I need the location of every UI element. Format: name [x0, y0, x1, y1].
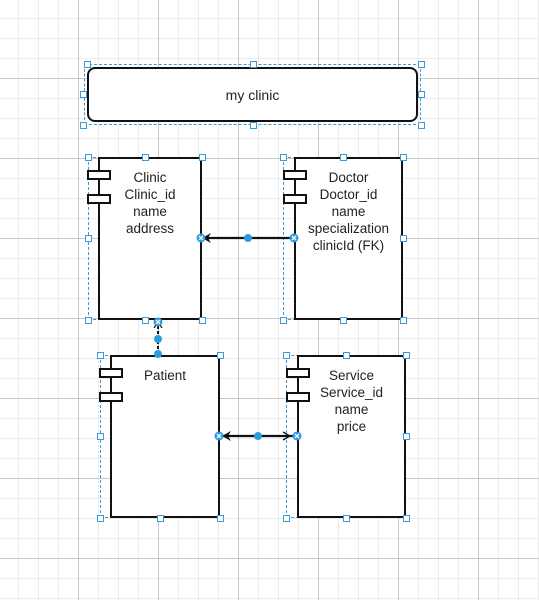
component-patient[interactable]: Patient: [110, 355, 220, 518]
connector-endpoint-handle: [196, 233, 206, 243]
resize-handle[interactable]: [85, 317, 92, 324]
connector-endpoint-handle: [289, 233, 299, 243]
service-port-tab: [286, 392, 310, 402]
resize-handle[interactable]: [199, 317, 206, 324]
resize-handle[interactable]: [340, 317, 347, 324]
resize-handle[interactable]: [340, 154, 347, 161]
doctor-field: clinicId (FK): [312, 238, 385, 253]
clinic-field: Clinic_id: [124, 187, 176, 202]
clinic-name: Clinic: [133, 170, 167, 185]
service-field: Service_id: [319, 385, 384, 400]
resize-handle[interactable]: [400, 154, 407, 161]
service-port-tab: [286, 368, 310, 378]
patient-port-tab: [99, 392, 123, 402]
connector-waypoint-handle: [244, 234, 252, 242]
title-box[interactable]: my clinic: [87, 67, 418, 122]
resize-handle[interactable]: [157, 515, 164, 522]
connector-endpoint-handle: [292, 431, 302, 441]
resize-handle[interactable]: [343, 515, 350, 522]
component-doctor[interactable]: Doctor Doctor_id name specialization cli…: [294, 157, 403, 320]
service-field: price: [336, 419, 367, 434]
doctor-field: specialization: [307, 221, 390, 236]
connector-waypoint-handle: [254, 432, 262, 440]
resize-handle[interactable]: [250, 122, 257, 129]
resize-handle[interactable]: [142, 317, 149, 324]
resize-handle[interactable]: [418, 122, 425, 129]
doctor-field: name: [331, 204, 366, 219]
resize-handle[interactable]: [97, 515, 104, 522]
patient-name: Patient: [143, 368, 187, 383]
doctor-field: Doctor_id: [319, 187, 378, 202]
resize-handle[interactable]: [217, 352, 224, 359]
resize-handle[interactable]: [403, 352, 410, 359]
resize-handle[interactable]: [283, 352, 290, 359]
component-clinic[interactable]: Clinic Clinic_id name address: [98, 157, 202, 320]
doctor-port-tab: [283, 194, 307, 204]
resize-handle[interactable]: [85, 235, 92, 242]
patient-port-tab: [99, 368, 123, 378]
resize-handle[interactable]: [400, 235, 407, 242]
doctor-port-tab: [283, 170, 307, 180]
resize-handle[interactable]: [217, 515, 224, 522]
service-field: name: [334, 402, 369, 417]
clinic-field: name: [133, 204, 167, 219]
resize-handle[interactable]: [343, 352, 350, 359]
resize-handle[interactable]: [142, 154, 149, 161]
resize-handle[interactable]: [403, 433, 410, 440]
resize-handle[interactable]: [85, 154, 92, 161]
resize-handle[interactable]: [403, 515, 410, 522]
resize-handle[interactable]: [97, 352, 104, 359]
resize-handle[interactable]: [283, 515, 290, 522]
doctor-name: Doctor: [328, 170, 369, 185]
resize-handle[interactable]: [84, 61, 91, 68]
clinic-field: address: [125, 221, 175, 236]
resize-handle[interactable]: [280, 154, 287, 161]
service-name: Service: [328, 368, 374, 383]
connector-endpoint-handle: [154, 350, 162, 358]
connector-endpoint-handle: [214, 431, 224, 441]
connector-patient-clinic[interactable]: [153, 317, 163, 359]
connector-waypoint-handle: [154, 335, 162, 343]
resize-handle[interactable]: [97, 433, 104, 440]
resize-handle[interactable]: [418, 61, 425, 68]
title-box-label: my clinic: [225, 86, 280, 103]
clinic-port-tab: [87, 194, 111, 204]
resize-handle[interactable]: [418, 91, 425, 98]
clinic-port-tab: [87, 170, 111, 180]
resize-handle[interactable]: [250, 61, 257, 68]
resize-handle[interactable]: [80, 91, 87, 98]
connector-doctor-clinic[interactable]: [196, 233, 299, 243]
resize-handle[interactable]: [400, 317, 407, 324]
connector-endpoint-handle: [153, 317, 163, 327]
resize-handle[interactable]: [80, 122, 87, 129]
connector-service-patient[interactable]: [214, 431, 302, 441]
component-service[interactable]: Service Service_id name price: [297, 355, 406, 518]
resize-handle[interactable]: [280, 317, 287, 324]
resize-handle[interactable]: [199, 154, 206, 161]
